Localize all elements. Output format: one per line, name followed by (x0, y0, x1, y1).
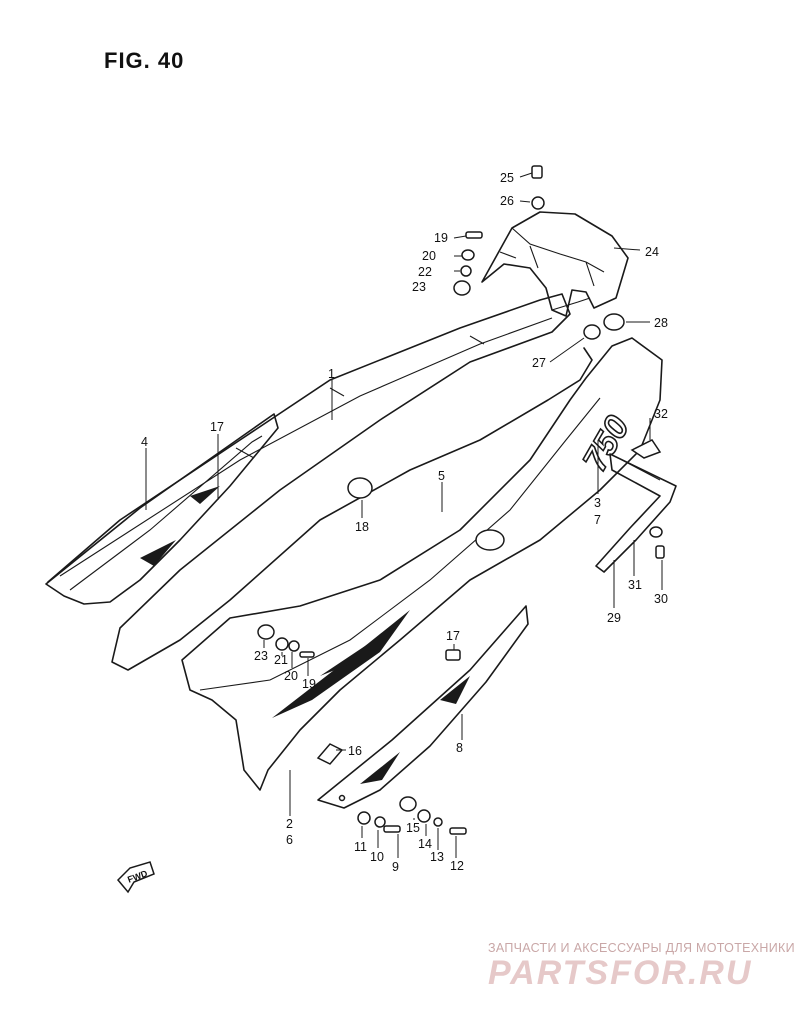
callout-label: 19 (302, 677, 316, 691)
watermark-tagline: ЗАПЧАСТИ И АКСЕССУАРЫ ДЛЯ МОТОТЕХНИКИ (488, 941, 795, 955)
callout-label: 10 (370, 850, 384, 864)
forward-arrow-icon: FWD (116, 861, 155, 894)
callout-label: 9 (392, 860, 399, 874)
callout-label: 20 (284, 669, 298, 683)
hardware-items (257, 165, 665, 835)
callout-label: 1 (328, 367, 335, 381)
callout-label: 23 (254, 649, 268, 663)
callout-label: 31 (628, 578, 642, 592)
callout-label: 17 (446, 629, 460, 643)
callout-label: 3 (594, 496, 601, 510)
tail-cowl-part (481, 211, 629, 317)
callout-label: 24 (645, 245, 659, 259)
callout-label: 11 (354, 840, 367, 854)
callout-label: 23 (412, 280, 426, 294)
callout-label: 12 (450, 859, 464, 873)
callout-label: 6 (286, 833, 293, 847)
model-logo: 750 (576, 410, 637, 478)
callout-label: 5 (438, 469, 445, 483)
left-side-panel-part (45, 413, 279, 605)
callout-label: 29 (607, 611, 621, 625)
callout-label: 27 (532, 356, 546, 370)
side-frame-cover-part: 750 (181, 337, 663, 791)
callout-label: 32 (654, 407, 668, 421)
callout-label: 22 (418, 265, 432, 279)
callout-label: 21 (274, 653, 288, 667)
callout-label: 25 (500, 171, 514, 185)
callout-label: 28 (654, 316, 668, 330)
callout-label: 20 (422, 249, 436, 263)
callout-label: 4 (141, 435, 148, 449)
callout-label: 26 (500, 194, 514, 208)
callout-label: 7 (594, 513, 601, 527)
callout-label: 16 (348, 744, 362, 758)
leader-lines (145, 172, 663, 858)
watermark-logo: PARTSFOR.RU (488, 954, 753, 992)
callout-label: 2 (286, 817, 293, 831)
callout-label: 14 (418, 837, 432, 851)
callout-label: 8 (456, 741, 463, 755)
frame-cover-upper-part (47, 293, 593, 671)
callout-label: 30 (654, 592, 668, 606)
callout-label: 17 (210, 420, 224, 434)
callout-label: 18 (355, 520, 369, 534)
callout-label: 13 (430, 850, 444, 864)
callout-labels: 25 26 24 19 20 22 23 28 27 1 32 4 17 3 7… (141, 171, 668, 874)
figure-title: FIG. 40 (104, 48, 185, 73)
callout-label: 19 (434, 231, 448, 245)
rear-bracket-part (595, 453, 677, 573)
callout-label: 15 (406, 821, 420, 835)
lower-side-plate-part (317, 605, 529, 809)
